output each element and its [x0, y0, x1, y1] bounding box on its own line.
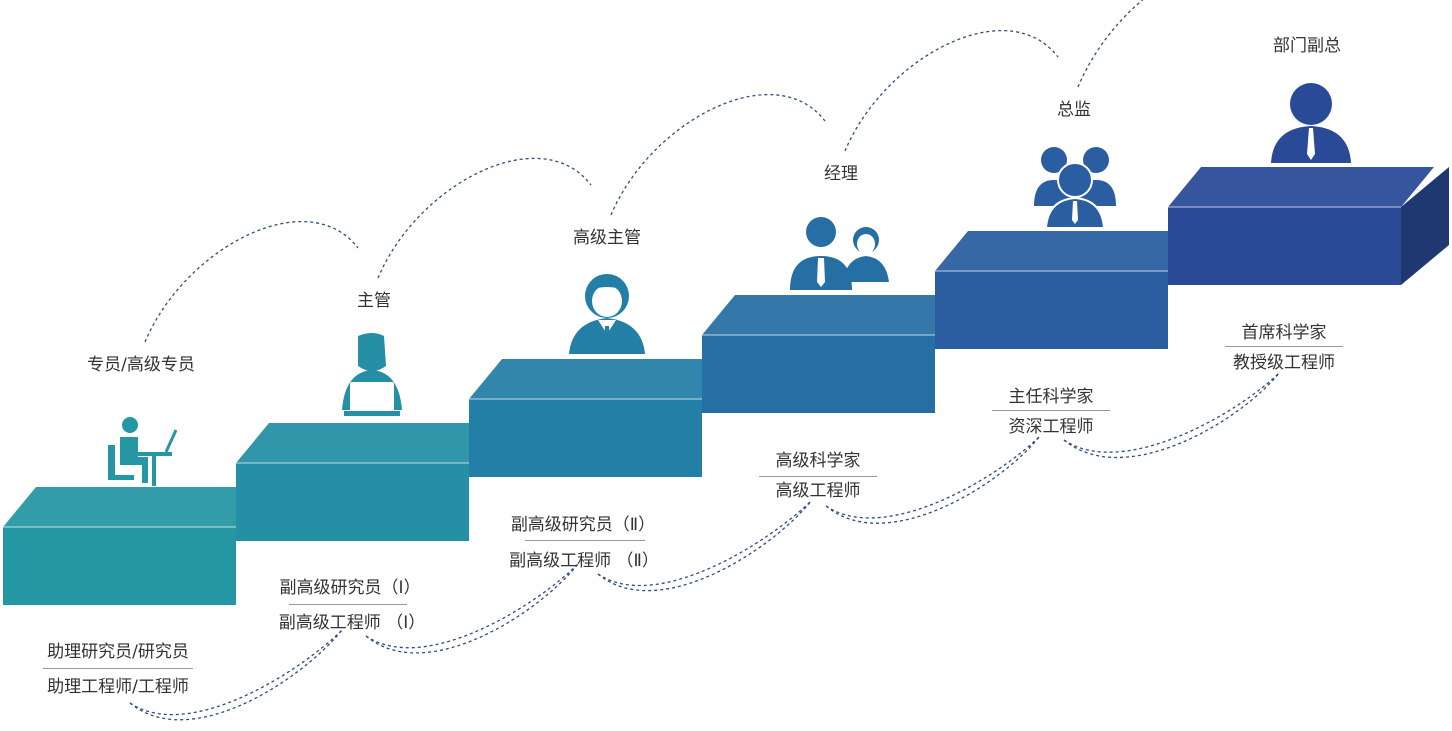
step-1-separator — [43, 668, 193, 669]
step-block-2 — [236, 423, 502, 541]
career-arc-top — [377, 157, 592, 279]
tie — [817, 258, 825, 287]
step-4-track-line2: 高级工程师 — [775, 481, 861, 501]
step-block-top — [1168, 167, 1434, 207]
step-3-track-line2: 副高级工程师 （Ⅱ） — [509, 551, 659, 571]
step-block-front — [935, 271, 1168, 349]
person-head — [806, 217, 836, 247]
person-head — [1083, 147, 1109, 173]
man-woman-icon — [790, 217, 889, 290]
step-block-1 — [3, 487, 269, 605]
step-block-front — [1168, 207, 1401, 285]
step-icons — [108, 83, 1351, 486]
step-block-6 — [1168, 167, 1449, 285]
career-arc-bottom — [365, 563, 579, 649]
executive-icon — [1271, 83, 1351, 163]
step-block-3 — [469, 359, 735, 477]
career-arc-bottom — [129, 629, 343, 716]
step-4-track-line1: 高级科学家 — [775, 451, 861, 471]
step-2-separator — [289, 604, 407, 605]
connector-arcs — [129, 0, 1281, 721]
step-block-front — [469, 399, 702, 477]
step-block-front — [236, 463, 469, 541]
step-block-top — [469, 359, 735, 399]
step-6-track-line2: 教授级工程师 — [1233, 353, 1335, 373]
step-1-track-line1: 助理研究员/研究员 — [47, 642, 189, 662]
person-laptop-icon — [342, 333, 402, 416]
step-block-side — [1401, 167, 1449, 285]
career-arc-bottom — [597, 499, 813, 586]
person-head — [1041, 147, 1067, 173]
step-6-track-line1: 首席科学家 — [1241, 323, 1327, 343]
step-1-track-line2: 助理工程师/工程师 — [47, 677, 189, 697]
step-block-top — [935, 231, 1201, 271]
career-arc-top — [844, 29, 1059, 152]
career-arc-top — [1077, 0, 1144, 88]
step-6-separator — [1225, 346, 1343, 347]
step-2-title: 主管 — [357, 291, 391, 311]
step-2-track-line2: 副高级工程师 （Ⅰ） — [278, 613, 426, 633]
step-block-top — [3, 487, 269, 527]
step-block-front — [702, 335, 935, 413]
step-3-separator — [525, 540, 645, 541]
career-arc-top — [610, 94, 826, 216]
career-arc-top — [144, 220, 359, 343]
career-arc-bottom — [825, 435, 1041, 524]
step-5-track-line1: 主任科学家 — [1008, 387, 1094, 407]
team-icon — [1034, 147, 1116, 229]
step-5-separator — [992, 410, 1110, 411]
career-arc-bottom — [597, 499, 813, 592]
career-arc-bottom — [1063, 371, 1281, 453]
career-arc-bottom — [365, 563, 579, 654]
step-4-title: 经理 — [824, 164, 858, 184]
step-block-top — [702, 295, 968, 335]
step-block-4 — [702, 295, 968, 413]
step-6-title: 部门副总 — [1273, 36, 1341, 56]
step-block-5 — [935, 231, 1201, 349]
step-3-title: 高级主管 — [573, 228, 641, 248]
career-arc-bottom — [129, 629, 343, 721]
step-3-track-line1: 副高级研究员（Ⅱ） — [510, 515, 656, 535]
step-2-track-line1: 副高级研究员（Ⅰ） — [279, 578, 421, 598]
step-block-front — [3, 527, 236, 605]
step-1-title: 专员/高级专员 — [87, 355, 195, 375]
businessman-icon — [569, 274, 645, 354]
step-block-top — [236, 423, 502, 463]
worker-at-desk-icon — [108, 417, 178, 486]
career-arc-bottom — [1063, 371, 1281, 459]
step-4-separator — [759, 476, 877, 477]
step-blocks — [3, 167, 1449, 605]
step-5-track-line2: 资深工程师 — [1008, 417, 1094, 437]
step-5-title: 总监 — [1057, 100, 1091, 120]
